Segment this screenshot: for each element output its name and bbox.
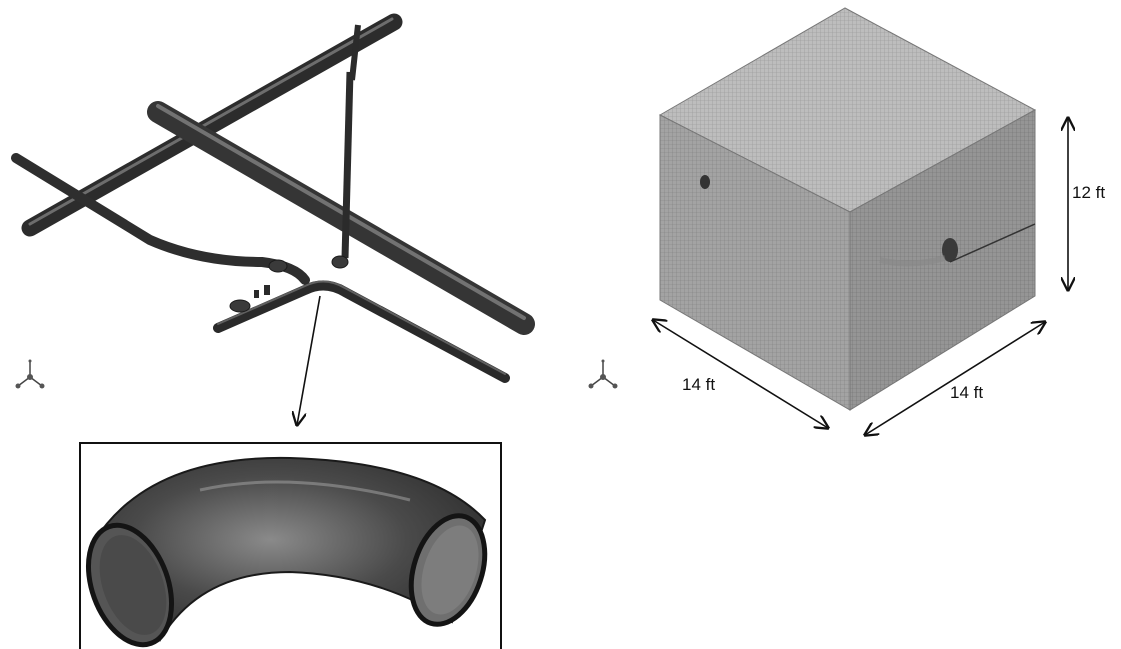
elbow-detail-panel [79,442,502,649]
mesh-domain-icon [658,7,1037,411]
main-pipe [147,101,535,335]
dimension-height: 12 ft [1068,118,1105,290]
branch-pipe [11,153,310,285]
triad-axes-icon [15,359,45,389]
dimension-width-left: 14 ft [653,320,828,428]
upper-pipe [21,13,403,237]
hanger-rod [341,71,354,259]
height-label: 12 ft [1072,183,1105,202]
width-right-label: 14 ft [950,383,983,402]
triad-axes-icon [588,359,618,389]
dimension-width-right: 14 ft [865,322,1045,435]
lower-header-pipe [213,280,510,383]
callout-arrow [297,295,321,425]
width-left-label: 14 ft [682,375,715,394]
pipe-elbow-icon [85,456,488,648]
pipe-network-icon [11,13,535,383]
